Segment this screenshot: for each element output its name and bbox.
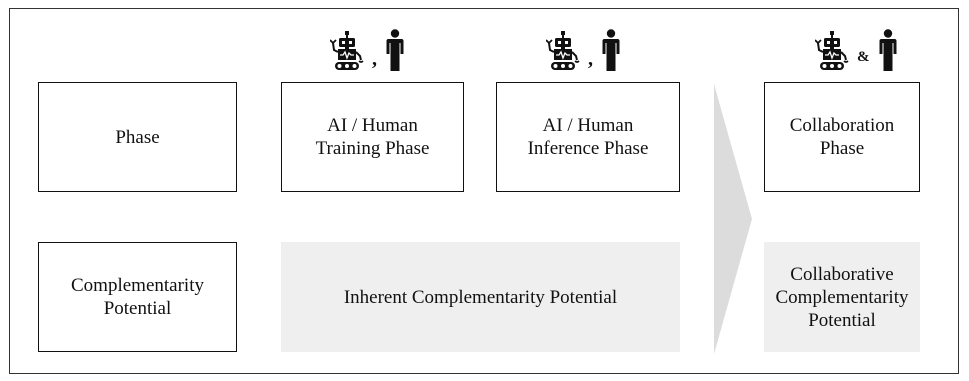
inference-phase-label: AI / Human Inference Phase xyxy=(527,115,649,159)
collaborative-potential-label: Collaborative Complementarity Potential xyxy=(775,263,909,331)
collaboration-phase-label: Collaboration Phase xyxy=(789,115,895,159)
training-phase-label: AI / Human Training Phase xyxy=(315,115,430,159)
inherent-potential-label: Inherent Complementarity Potential xyxy=(343,286,618,308)
collaboration-phase-box: Collaboration Phase xyxy=(764,82,920,192)
icon-group-training: , xyxy=(330,29,405,71)
phase-row-label: Phase xyxy=(115,126,160,148)
inherent-potential-box: Inherent Complementarity Potential xyxy=(281,242,680,352)
transition-arrow-chevron xyxy=(714,84,752,354)
phase-row-label-box: Phase xyxy=(38,82,237,192)
person-icon xyxy=(601,29,621,71)
icon-separator: & xyxy=(857,49,870,65)
potential-row-label-box: Complementarity Potential xyxy=(38,242,237,352)
training-phase-box: AI / Human Training Phase xyxy=(281,82,464,192)
inference-phase-box: AI / Human Inference Phase xyxy=(496,82,680,192)
icon-group-collaboration: & xyxy=(815,29,898,71)
person-icon xyxy=(878,29,898,71)
icon-separator: , xyxy=(372,48,377,70)
icon-separator: , xyxy=(588,48,593,70)
diagram-frame xyxy=(9,8,959,374)
robot-icon xyxy=(815,31,849,71)
robot-icon xyxy=(330,31,364,71)
potential-row-label: Complementarity Potential xyxy=(71,275,204,319)
icon-group-inference: , xyxy=(546,29,621,71)
robot-icon xyxy=(546,31,580,71)
collaborative-potential-box: Collaborative Complementarity Potential xyxy=(764,242,920,352)
person-icon xyxy=(385,29,405,71)
